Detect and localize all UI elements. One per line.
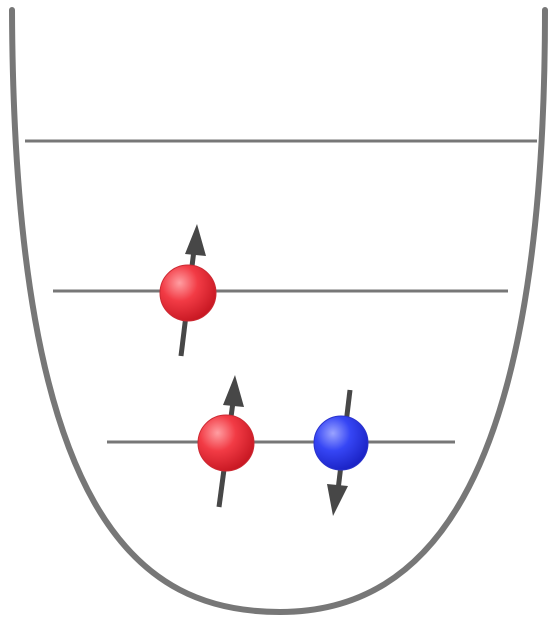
spin-down-arrow-head	[327, 484, 348, 516]
particle-sphere-red	[197, 414, 255, 472]
particle-spin-up-level-2	[159, 224, 217, 357]
particle-sphere-red	[159, 264, 217, 322]
spin-up-arrow-head	[185, 224, 206, 256]
potential-well-curve	[9, 7, 548, 616]
particle-spin-up-level-1	[197, 375, 255, 508]
particle-sphere-blue	[313, 415, 369, 471]
particle-spin-down-level-1	[313, 389, 369, 516]
spin-up-arrow-head	[223, 375, 244, 407]
